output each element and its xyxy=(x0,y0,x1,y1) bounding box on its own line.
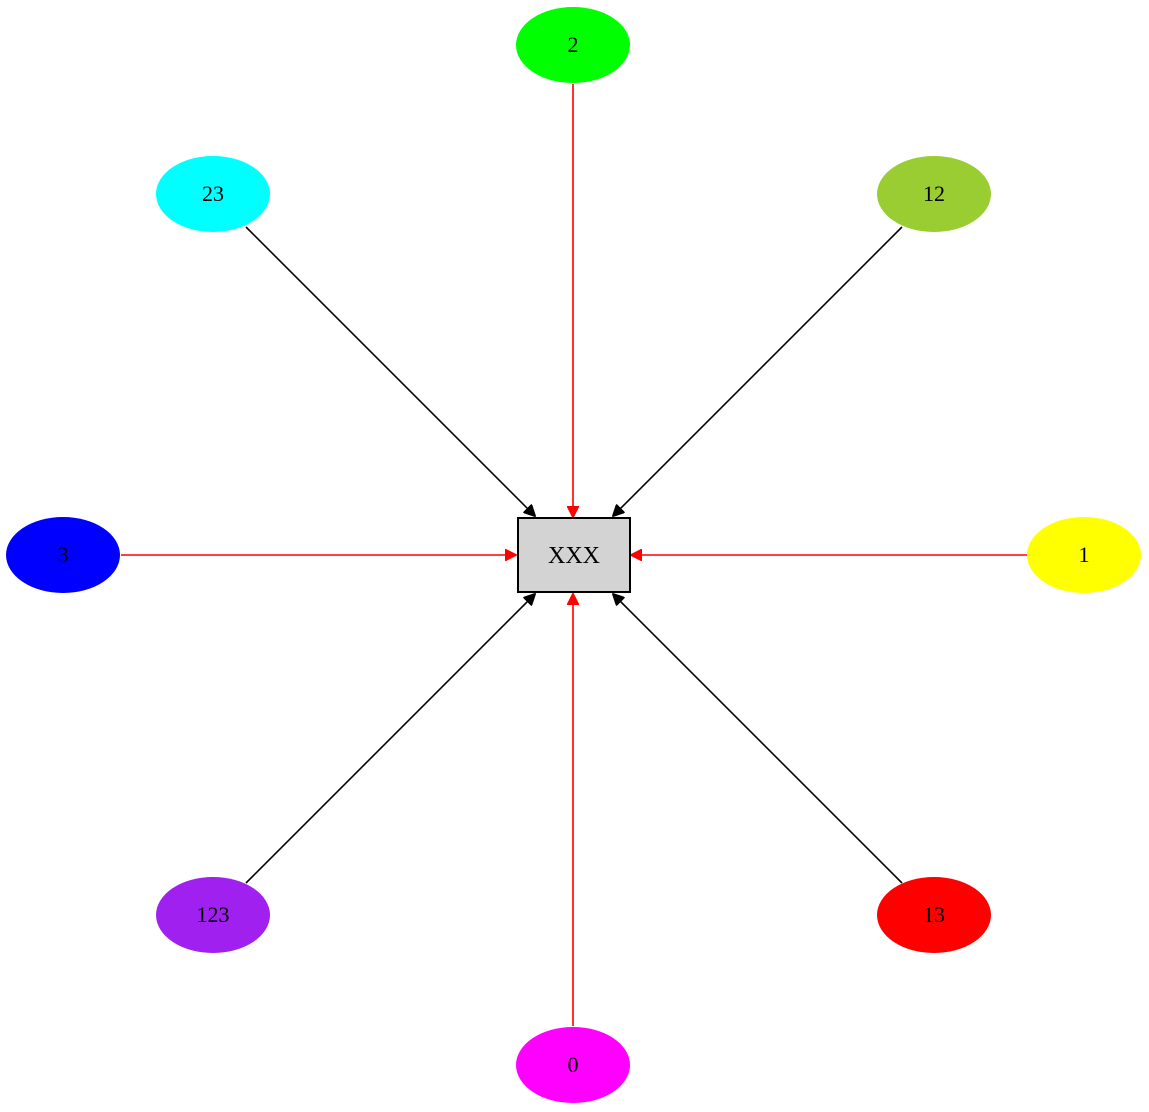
node-0-shape xyxy=(516,1027,630,1103)
node-23[interactable]: 23 xyxy=(156,156,270,232)
node-12-label: 12 xyxy=(923,181,945,206)
node-3[interactable]: 3 xyxy=(6,517,120,593)
node-12[interactable]: 12 xyxy=(877,156,991,232)
node-3-label: 3 xyxy=(58,542,69,567)
edge-12-to-xxx xyxy=(613,226,903,516)
node-123-label: 123 xyxy=(197,902,230,927)
node-1-label: 1 xyxy=(1079,542,1090,567)
node-13-shape xyxy=(877,877,991,953)
center-node-label: XXX xyxy=(548,543,600,569)
node-3-shape xyxy=(6,517,120,593)
node-0[interactable]: 0 xyxy=(516,1027,630,1103)
center-node[interactable]: XXX xyxy=(517,517,631,593)
node-2-label: 2 xyxy=(568,32,579,57)
node-123[interactable]: 123 xyxy=(156,877,270,953)
edge-123-to-xxx xyxy=(245,594,535,884)
node-23-shape xyxy=(156,156,270,232)
center-node-box xyxy=(517,517,631,593)
edge-23-to-xxx xyxy=(245,226,535,516)
edge-13-to-xxx xyxy=(613,594,903,884)
node-123-shape xyxy=(156,877,270,953)
node-2-shape xyxy=(516,7,630,83)
node-1-shape xyxy=(1027,517,1141,593)
node-13[interactable]: 13 xyxy=(877,877,991,953)
node-0-label: 0 xyxy=(568,1052,579,1077)
node-2[interactable]: 2 xyxy=(516,7,630,83)
node-13-label: 13 xyxy=(923,902,945,927)
node-23-label: 23 xyxy=(202,181,224,206)
edges xyxy=(121,84,1027,1026)
node-1[interactable]: 1 xyxy=(1027,517,1141,593)
node-12-shape xyxy=(877,156,991,232)
